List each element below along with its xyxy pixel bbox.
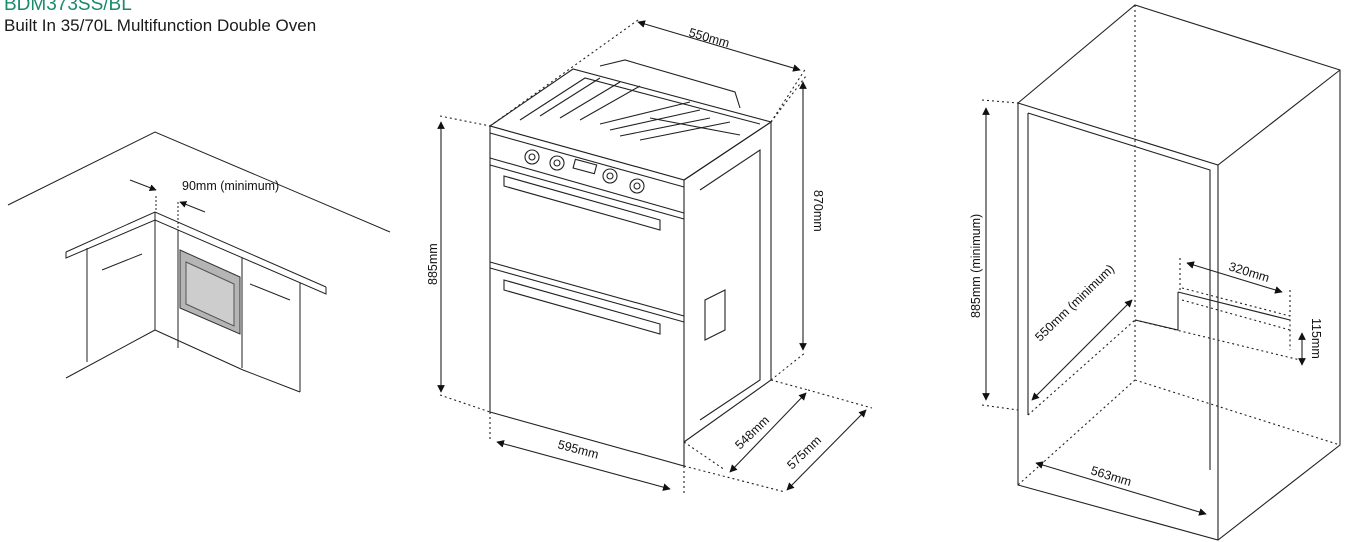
label-550: 550mm <box>687 25 731 50</box>
worktop-back-edge <box>7 131 391 233</box>
oven-front-face <box>489 125 685 467</box>
depth-550-arrow <box>637 20 801 72</box>
knob-1 <box>524 149 540 165</box>
cavity-view <box>981 4 1341 541</box>
label-320: 320mm <box>1227 259 1271 285</box>
model-number: BDM373SS/BL <box>4 0 132 15</box>
depth-575-arrow <box>786 409 867 491</box>
knob-3 <box>602 168 618 184</box>
knob-4 <box>629 178 645 194</box>
depth-min-arrow <box>1031 299 1133 401</box>
gap-arrow-left <box>129 179 157 192</box>
depth-548-arrow <box>729 392 807 473</box>
cavity-outline <box>1017 4 1341 541</box>
notch-width-arrow <box>1186 261 1283 294</box>
gap-label: 90mm (minimum) <box>182 179 279 193</box>
width-563-arrow <box>1035 461 1207 516</box>
lower-handle <box>503 279 661 335</box>
top-rear-flange <box>599 59 741 109</box>
gap-arrow-right <box>179 201 206 213</box>
product-description: Built In 35/70L Multifunction Double Ove… <box>4 16 317 35</box>
hidden-edges <box>1017 5 1341 486</box>
oven-view <box>437 19 873 495</box>
label-548: 548mm <box>732 413 772 452</box>
display <box>572 158 598 175</box>
width-595-arrow <box>496 440 671 491</box>
header: BDM373SS/BL Built In 35/70L Multifunctio… <box>4 0 316 37</box>
label-885: 885mm <box>426 243 440 285</box>
label-885-min: 885mm (minimum) <box>969 214 983 318</box>
oven-side-face <box>683 120 772 443</box>
label-870: 870mm <box>811 190 825 232</box>
cabinet-bottom-left <box>65 329 156 379</box>
label-550-min: 550mm (minimum) <box>1032 262 1117 344</box>
label-575: 575mm <box>784 433 824 472</box>
knob-2 <box>549 155 565 171</box>
label-115: 115mm <box>1309 318 1323 359</box>
upper-door-bottom <box>489 261 685 317</box>
oven-window <box>185 261 235 327</box>
upper-handle <box>503 175 661 231</box>
control-panel-bottom <box>489 157 685 214</box>
installation-view <box>7 131 391 393</box>
